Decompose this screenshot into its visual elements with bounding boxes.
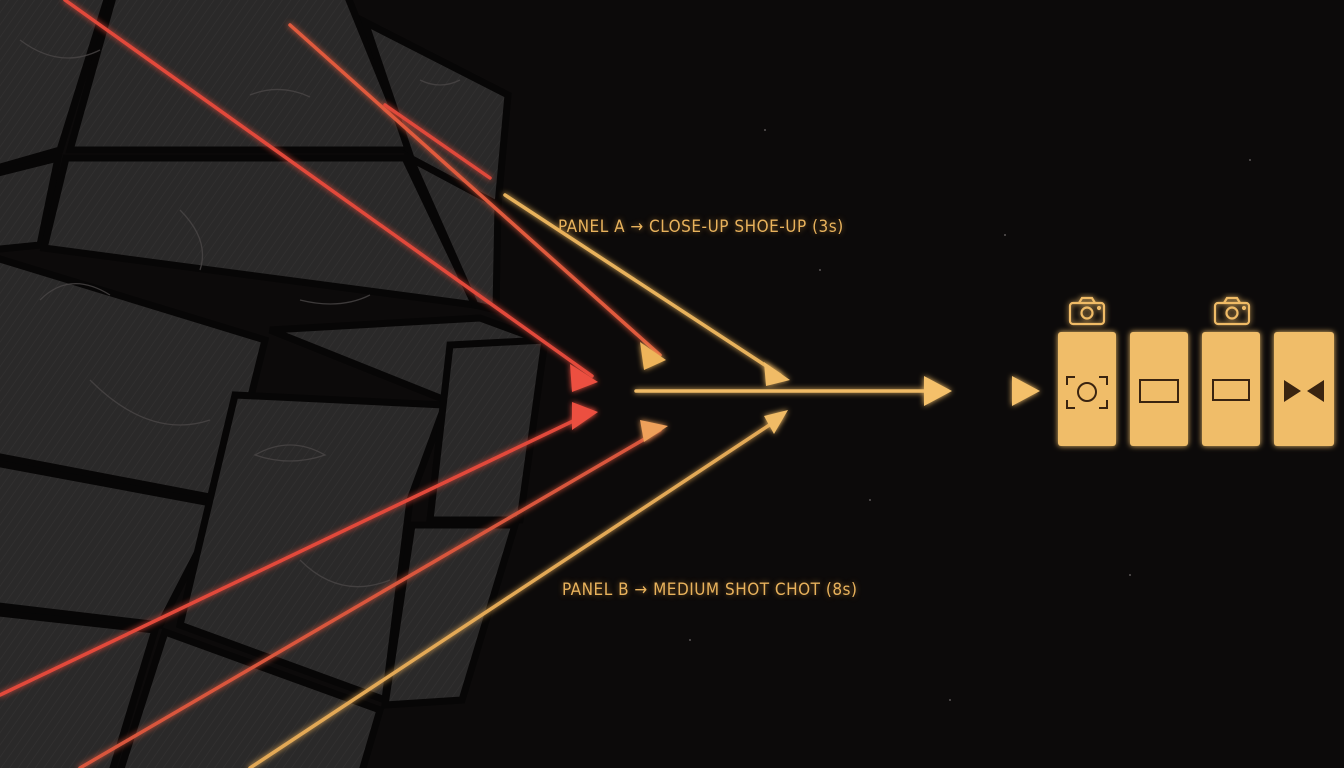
red-ray — [63, 0, 594, 378]
film-frame — [1130, 332, 1188, 446]
rectangle-icon — [1139, 379, 1179, 403]
play-arrowhead — [1012, 376, 1040, 406]
manga-panel — [0, 153, 63, 253]
panel-a-label: PANEL A → CLOSE-UP SHOE-UP (3s) — [558, 217, 844, 237]
manga-panel — [0, 460, 228, 629]
manga-panel — [117, 627, 385, 768]
red-ray — [0, 410, 594, 697]
manga-panel — [426, 336, 550, 524]
red-arrowhead — [570, 364, 598, 392]
amber-arrowhead — [640, 342, 666, 370]
film-frame — [1274, 332, 1334, 446]
bowtie-icon — [1284, 380, 1324, 402]
focus-frame-icon — [1066, 376, 1108, 409]
amber-ray — [248, 416, 782, 768]
red-arrowhead — [572, 402, 598, 430]
red-ray — [78, 428, 662, 768]
amber-arrowhead — [764, 410, 788, 434]
panel-b-label: PANEL B → MEDIUM SHOT CHOT (8s) — [562, 580, 858, 600]
amber-arrowhead — [640, 420, 668, 442]
sketch-details — [19, 39, 461, 588]
rectangle-icon — [1212, 379, 1250, 401]
manga-panel — [402, 150, 502, 315]
red-ray — [383, 103, 492, 180]
red-ray — [288, 23, 662, 357]
dust-specks — [689, 129, 1251, 701]
manga-panel-collage — [0, 0, 550, 768]
camera-icon — [1068, 296, 1106, 326]
amber-ray — [503, 193, 782, 377]
amber-arrowhead — [764, 362, 790, 386]
camera-icon — [1213, 296, 1251, 326]
arrowheads — [570, 342, 1040, 442]
manga-panel — [39, 154, 481, 310]
film-frame — [1058, 332, 1116, 446]
manga-panel — [65, 0, 416, 154]
ray-group — [0, 0, 942, 768]
filmstrip — [1058, 332, 1334, 446]
film-frame — [1202, 332, 1260, 446]
manga-panel — [0, 0, 111, 171]
manga-panel — [0, 609, 160, 768]
amber-arrowhead — [924, 376, 952, 406]
